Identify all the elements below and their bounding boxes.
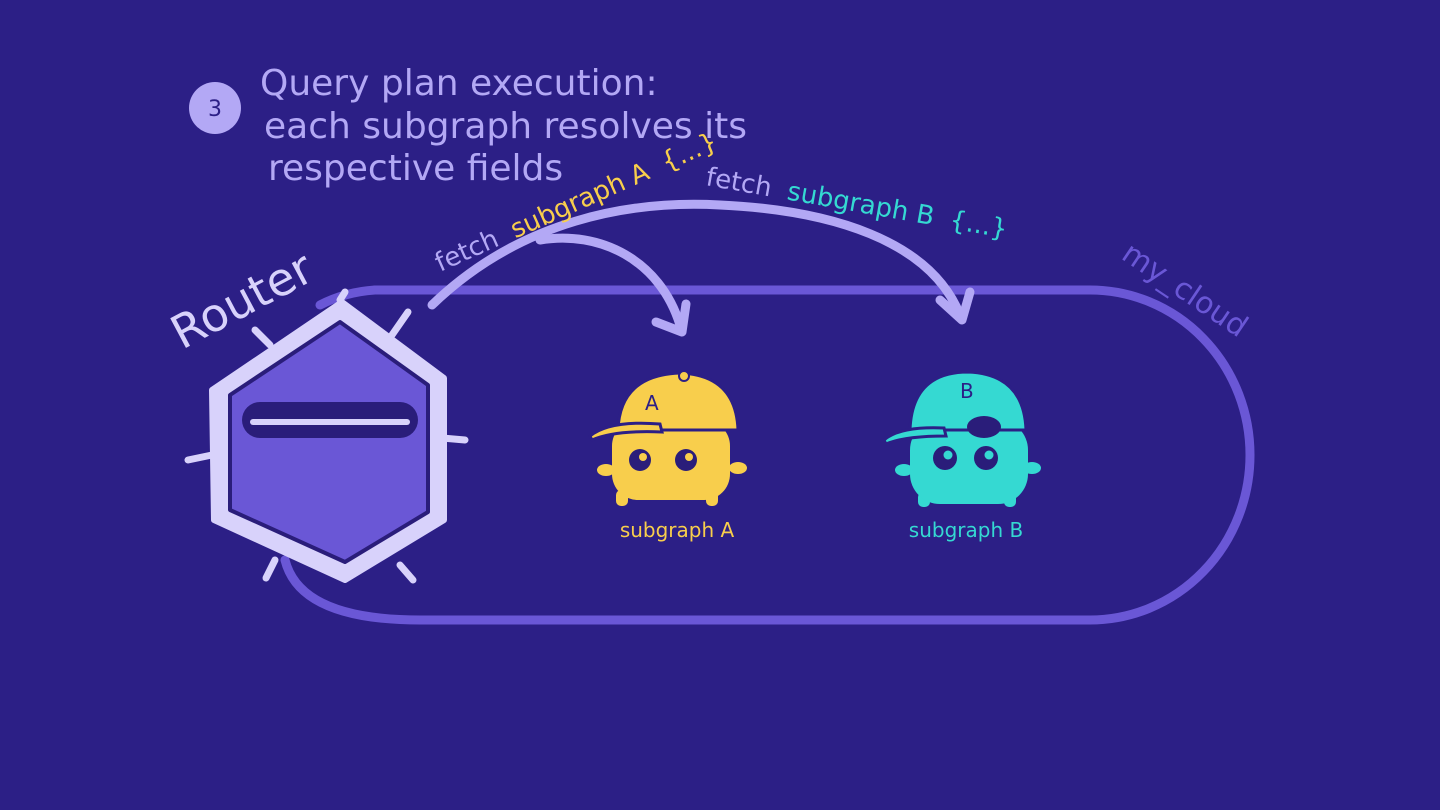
fetch-a-arrow: [535, 233, 685, 330]
step-badge: [189, 82, 241, 134]
step-title-line-1: Query plan execution:: [260, 63, 658, 104]
step-number: 3: [208, 97, 222, 122]
fetch-b-target: subgraph B: [785, 177, 937, 232]
fetch-b-arrow: [427, 199, 965, 320]
step-title-line-2: each subgraph resolves its: [264, 106, 747, 147]
fetch-a-arrowhead: [651, 299, 691, 337]
fetch-b-verb: fetch: [704, 162, 774, 203]
subgraph-a-cap-letter: A: [645, 391, 659, 415]
step-title-line-3: respective fields: [268, 148, 563, 189]
subgraph-b-character: B: [882, 370, 1041, 507]
subgraph-b-cap-letter: B: [960, 379, 974, 403]
subgraph-a-label: subgraph A: [620, 518, 735, 542]
fetch-b-arrowhead: [935, 287, 975, 325]
fetch-b-body: {...}: [947, 205, 1009, 245]
subgraph-a-character: A: [588, 370, 747, 506]
subgraph-b-label: subgraph B: [909, 518, 1023, 542]
router-icon: [184, 288, 469, 584]
my-cloud-label: my_cloud: [1116, 236, 1254, 345]
my-cloud-outline: [280, 285, 1255, 625]
